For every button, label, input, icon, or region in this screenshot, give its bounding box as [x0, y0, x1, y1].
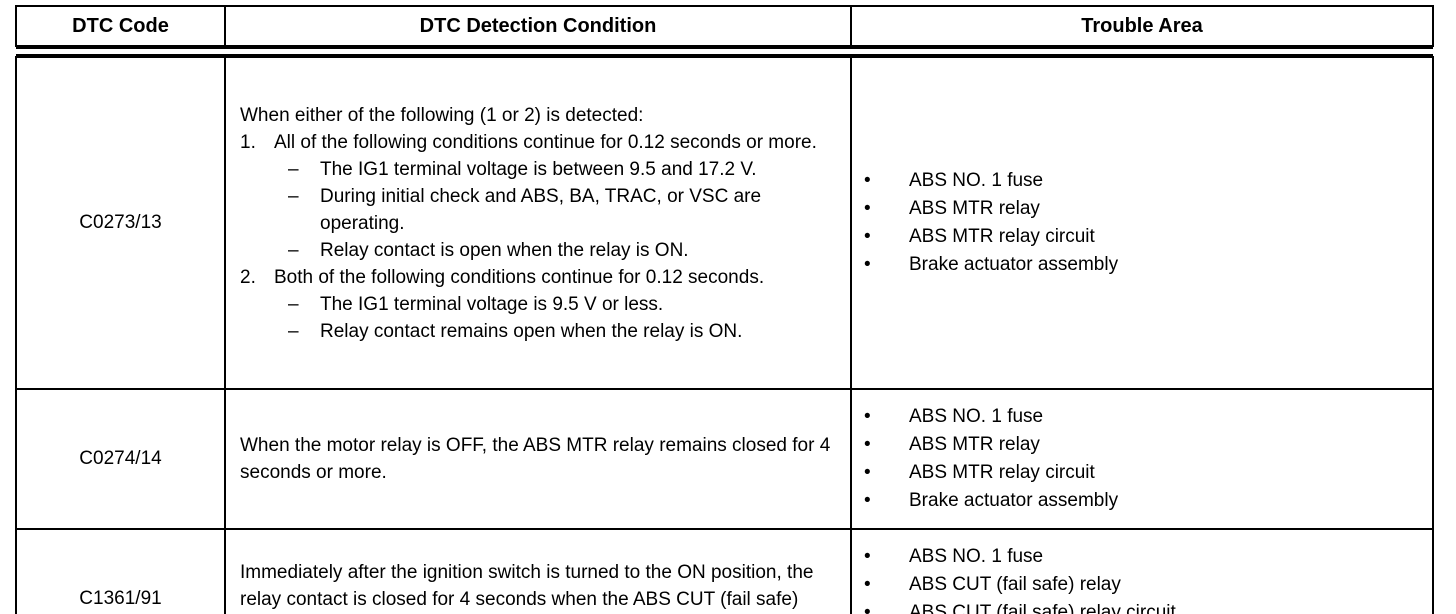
trouble-area-text: ABS MTR relay [909, 198, 1040, 219]
trouble-area-text: ABS CUT (fail safe) relay [909, 574, 1121, 595]
table-row: C1361/91 Immediately after the ignition … [15, 528, 1434, 614]
dash-marker: – [288, 185, 299, 207]
list-item: • ABS CUT (fail safe) relay [864, 571, 1422, 599]
trouble-area-text: ABS MTR relay circuit [909, 462, 1095, 483]
trouble-area-text: ABS NO. 1 fuse [909, 170, 1044, 191]
sub-item-text: The IG1 terminal voltage is between 9.5 … [320, 158, 757, 180]
cell-detection-condition: When either of the following (1 or 2) is… [224, 56, 852, 390]
list-marker: 2. [240, 266, 256, 288]
cell-dtc-code: C0273/13 [15, 56, 226, 390]
trouble-area-text: ABS MTR relay [909, 434, 1040, 455]
cell-detection-condition: When the motor relay is OFF, the ABS MTR… [224, 388, 852, 530]
list-item: • ABS CUT (fail safe) relay circuit [864, 599, 1422, 614]
double-rule-line [16, 47, 225, 56]
dash-marker: – [288, 320, 299, 342]
condition-intro: When either of the following (1 or 2) is… [240, 104, 644, 126]
table-body: C0273/13 When either of the following (1… [15, 46, 1434, 614]
list-item: • ABS MTR relay circuit [864, 223, 1422, 251]
condition-sub-item: – During initial check and ABS, BA, TRAC… [240, 183, 840, 237]
header-rule-cell-3 [851, 46, 1433, 57]
header-row: DTC Code DTC Detection Condition Trouble… [15, 5, 1434, 47]
column-header-trouble-area: Trouble Area [850, 5, 1434, 47]
list-item: • ABS MTR relay [864, 195, 1422, 223]
bullet-icon: • [864, 434, 871, 455]
cell-dtc-code: C0274/14 [15, 388, 226, 530]
cell-trouble-area: • ABS NO. 1 fuse • ABS MTR relay • ABS MTR … [850, 388, 1434, 530]
trouble-area-text: ABS MTR relay circuit [909, 226, 1095, 247]
condition-numbered-item: 2. Both of the following conditions cont… [240, 264, 840, 291]
list-marker: 1. [240, 131, 256, 153]
dash-marker: – [288, 158, 299, 180]
trouble-area-text: ABS CUT (fail safe) relay circuit [909, 602, 1176, 614]
bullet-icon: • [864, 546, 871, 567]
sub-item-text: The IG1 terminal voltage is 9.5 V or les… [320, 293, 664, 315]
list-item-text: Both of the following conditions continu… [274, 266, 765, 288]
list-item: • ABS NO. 1 fuse [864, 543, 1422, 571]
list-item: • Brake actuator assembly [864, 487, 1422, 515]
condition-sub-item: – Relay contact remains open when the re… [240, 318, 840, 345]
condition-paragraph: When the motor relay is OFF, the ABS MTR… [240, 435, 831, 483]
bullet-icon: • [864, 490, 871, 511]
list-item-text: All of the following conditions continue… [274, 131, 817, 153]
condition-paragraph: Immediately after the ignition switch is… [240, 561, 814, 610]
list-item: • ABS NO. 1 fuse [864, 403, 1422, 431]
trouble-area-text: ABS NO. 1 fuse [909, 546, 1044, 567]
list-item: • Brake actuator assembly [864, 251, 1422, 279]
header-rule-cell-1 [16, 46, 225, 57]
condition-numbered-item: 1. All of the following conditions conti… [240, 129, 840, 156]
list-item: • ABS MTR relay circuit [864, 459, 1422, 487]
trouble-area-list: • ABS NO. 1 fuse • ABS MTR relay • ABS MTR … [864, 167, 1422, 279]
condition-sub-item: – The IG1 terminal voltage is between 9.… [240, 156, 840, 183]
sub-item-text: During initial check and ABS, BA, TRAC, … [320, 185, 762, 234]
table-header: DTC Code DTC Detection Condition Trouble… [15, 5, 1434, 47]
table-row: C0274/14 When the motor relay is OFF, th… [15, 388, 1434, 530]
cell-detection-condition: Immediately after the ignition switch is… [224, 528, 852, 614]
double-rule-line [225, 47, 851, 56]
column-header-dtc-code: DTC Code [15, 5, 226, 47]
list-item: • ABS NO. 1 fuse [864, 167, 1422, 195]
cell-dtc-code: C1361/91 [15, 528, 226, 614]
cell-trouble-area: • ABS NO. 1 fuse • ABS CUT (fail safe) rel… [850, 528, 1434, 614]
trouble-area-text: ABS NO. 1 fuse [909, 406, 1044, 427]
bullet-icon: • [864, 254, 871, 275]
dash-marker: – [288, 239, 299, 261]
bullet-icon: • [864, 198, 871, 219]
trouble-area-list: • ABS NO. 1 fuse • ABS CUT (fail safe) rel… [864, 543, 1422, 614]
header-rule-cell-2 [225, 46, 851, 57]
condition-sub-item: – Relay contact is open when the relay i… [240, 237, 840, 264]
trouble-area-text: Brake actuator assembly [909, 490, 1119, 511]
bullet-icon: • [864, 574, 871, 595]
dash-marker: – [288, 293, 299, 315]
bullet-icon: • [864, 226, 871, 247]
trouble-area-text: Brake actuator assembly [909, 254, 1119, 275]
condition-sub-item: – The IG1 terminal voltage is 9.5 V or l… [240, 291, 840, 318]
table-row: C0273/13 When either of the following (1… [15, 56, 1434, 390]
list-item: • ABS MTR relay [864, 431, 1422, 459]
sub-item-text: Relay contact remains open when the rela… [320, 320, 743, 342]
column-header-detection-condition: DTC Detection Condition [224, 5, 852, 47]
dtc-diagnostic-table: DTC Code DTC Detection Condition Trouble… [15, 5, 1434, 614]
bullet-icon: • [864, 170, 871, 191]
cell-trouble-area: • ABS NO. 1 fuse • ABS MTR relay • ABS MTR … [850, 56, 1434, 390]
double-rule-line [851, 47, 1433, 56]
bullet-icon: • [864, 406, 871, 427]
sub-item-text: Relay contact is open when the relay is … [320, 239, 689, 261]
bullet-icon: • [864, 462, 871, 483]
bullet-icon: • [864, 602, 871, 614]
trouble-area-list: • ABS NO. 1 fuse • ABS MTR relay • ABS MTR … [864, 403, 1422, 515]
header-double-rule [16, 46, 1433, 57]
